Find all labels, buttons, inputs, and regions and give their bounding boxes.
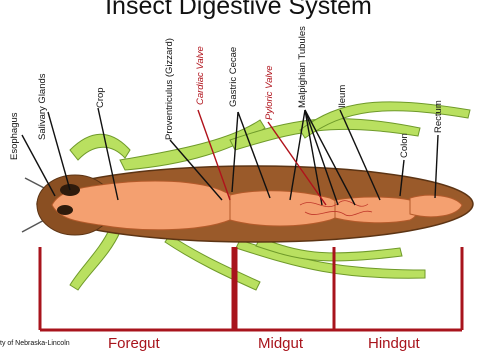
label-ileum: Ileum [337,85,348,108]
label-midgut: Midgut [258,335,304,352]
segment-brackets [40,247,462,330]
label-cardiac-valve: Cardiac Valve [195,46,206,105]
label-gastric-cecae: Gastric Cecae [228,47,239,107]
salivary-gland-mark-2 [57,205,73,215]
label-salivary-glands: Salivary Glands [37,73,48,140]
label-pyloric-valve: Pyloric Valve [264,65,275,120]
label-malpighian-tubules: Malpighian Tubules [297,26,308,108]
label-esophagus: Esophagus [9,112,20,160]
label-foregut: Foregut [108,335,161,352]
label-proventriculus: Proventriculus (Gizzard) [164,38,175,140]
label-rectum: Rectum [433,100,444,133]
label-colon: Colon [399,133,410,158]
label-hindgut: Hindgut [368,335,421,352]
label-crop: Crop [95,87,106,108]
image-credit: ty of Nebraska-Lincoln [0,340,70,347]
